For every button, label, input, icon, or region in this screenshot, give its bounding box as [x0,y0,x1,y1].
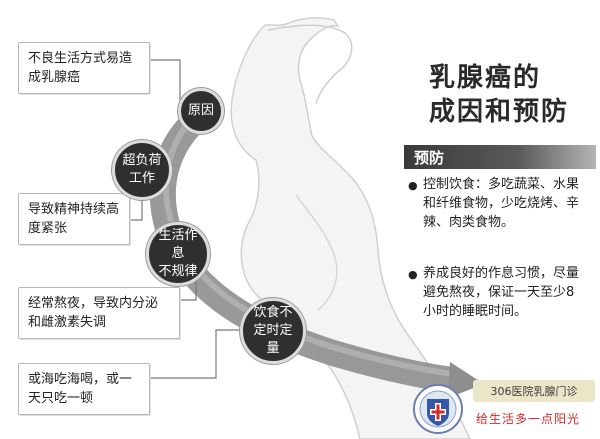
prevention-header-label: 预防 [414,149,445,167]
hospital-tag: 306医院乳腺门诊 [473,380,595,402]
note-lifestyle-text: 不良生活方式易造成乳腺癌 [28,51,133,85]
silhouette-arm [267,24,353,105]
flow-arrow-head [448,362,484,398]
connector-late-night [180,272,197,301]
prevention-tip: ● 养成良好的作息习惯，尽量避免熬夜，保证一天至少8小时的睡眠时间。 [408,264,586,321]
silhouette-curve [295,194,338,311]
node-diet-label: 饮食不 定时定量 [253,305,293,356]
connector-lifestyle [150,59,188,101]
page-title-line1: 乳腺癌的 [429,63,542,93]
page-title-line2: 成因和预防 [429,97,570,127]
node-diet: 饮食不 定时定量 [240,298,306,364]
hospital-emblem-icon [413,384,463,434]
hospital-slogan: 给生活多一点阳光 [476,412,581,426]
note-late-night-text: 经常熬夜，导致内分泌和雌激素失调 [28,296,159,330]
note-stress: 导致精神持续高度紧张 [18,193,130,245]
prevention-tip-text: 养成良好的作息习惯，尽量避免熬夜，保证一天至少8小时的睡眠时间。 [423,266,580,319]
note-stress-text: 导致精神持续高度紧张 [28,202,120,236]
prevention-header: 预防 [404,145,596,169]
node-irregular: 生活作息 不规律 [146,222,210,286]
note-lifestyle: 不良生活方式易造成乳腺癌 [18,42,150,94]
node-overwork-label: 超负荷 工作 [122,153,162,186]
node-causes-label: 原因 [187,103,214,118]
bullet-icon: ● [408,179,418,192]
connector-binge [150,329,240,379]
note-binge: 或海吃海喝，或一天只吃一顿 [18,363,150,415]
note-binge-text: 或海吃海喝，或一天只吃一顿 [28,372,133,406]
node-irregular-label: 生活作息 不规律 [158,228,198,279]
prevention-tip-text: 控制饮食：多吃蔬菜、水果和纤维食物，少吃烧烤、辛辣、肉类食物。 [423,177,580,230]
silhouette-figure [230,17,471,439]
note-late-night: 经常熬夜，导致内分泌和雌激素失调 [18,287,180,339]
node-overwork: 超负荷 工作 [112,140,172,200]
bullet-icon: ● [408,268,418,281]
prevention-tip: ● 控制饮食：多吃蔬菜、水果和纤维食物，少吃烧烤、辛辣、肉类食物。 [408,175,586,232]
node-causes: 原因 [178,88,224,134]
